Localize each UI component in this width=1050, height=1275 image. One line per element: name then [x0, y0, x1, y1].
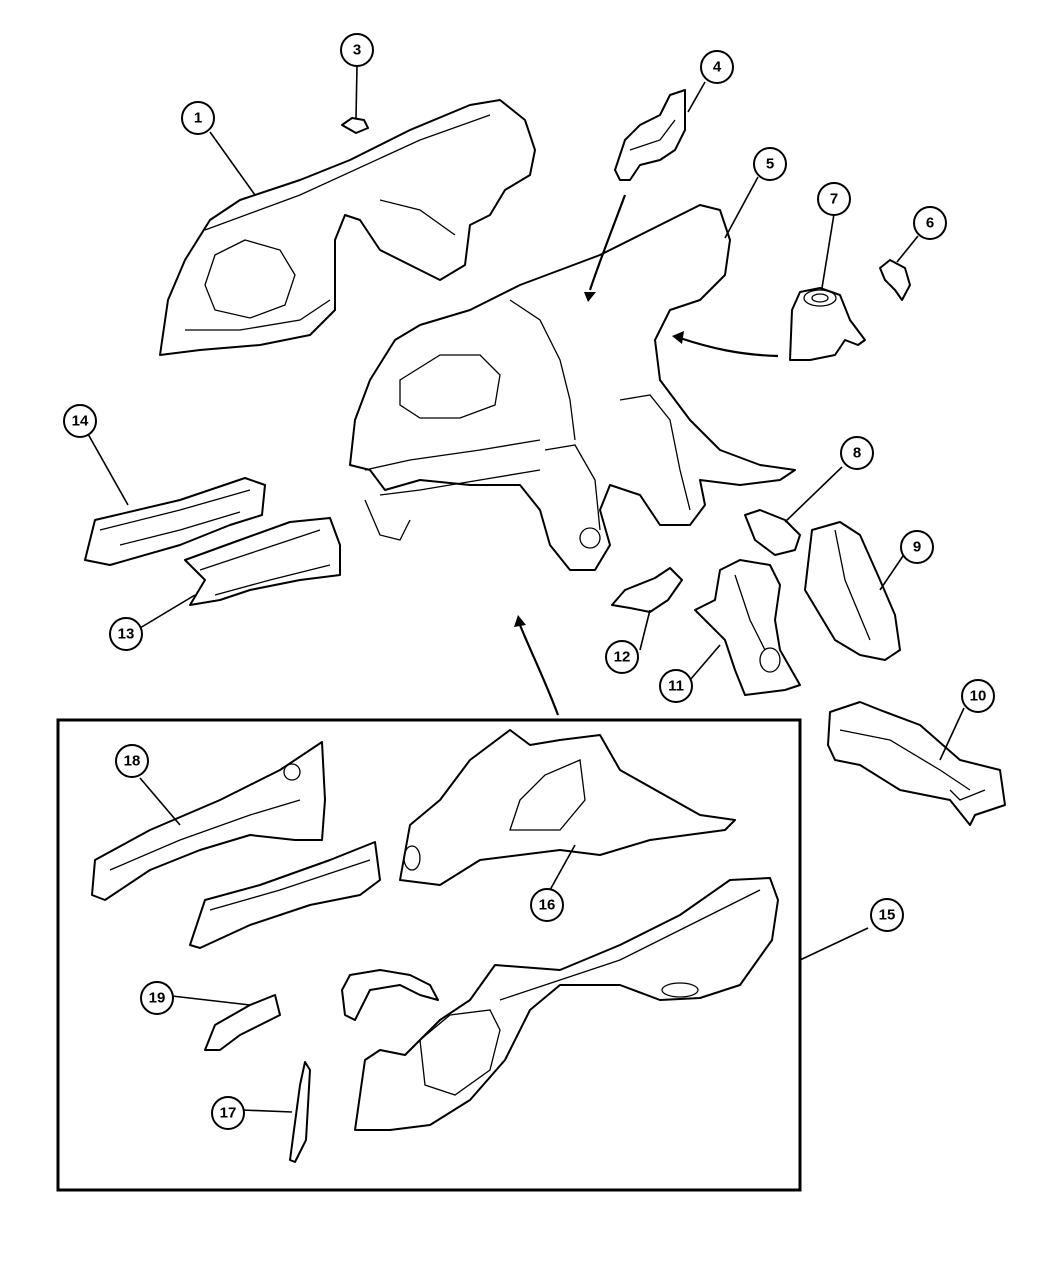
svg-text:15: 15	[879, 907, 896, 924]
svg-text:10: 10	[970, 688, 987, 705]
leader-lines	[87, 65, 965, 1113]
callout-11: 11	[659, 669, 693, 703]
part-12-bracket	[611, 567, 683, 613]
part-15-inset-assembly	[354, 877, 779, 1131]
svg-text:5: 5	[766, 156, 774, 173]
callout-8: 8	[840, 436, 874, 470]
svg-text:17: 17	[220, 1105, 237, 1122]
svg-text:7: 7	[830, 191, 838, 208]
callout-18: 18	[115, 744, 149, 778]
part-4-bracket	[614, 89, 686, 181]
svg-text:14: 14	[72, 413, 89, 430]
part-13-rail	[184, 517, 341, 606]
svg-text:16: 16	[539, 897, 556, 914]
part-11-extension	[694, 559, 801, 696]
callout-13: 13	[109, 617, 143, 651]
part-10-crossmember	[827, 701, 1006, 826]
inset-lower-rail	[189, 841, 381, 949]
callout-15: 15	[870, 898, 904, 932]
part-3-clip	[341, 117, 369, 134]
part-14-rail	[84, 477, 266, 566]
callout-17: 17	[211, 1096, 245, 1130]
svg-text:12: 12	[614, 649, 631, 666]
svg-text:6: 6	[926, 215, 934, 232]
svg-text:13: 13	[118, 626, 135, 643]
part-18-rail	[91, 741, 326, 901]
svg-text:9: 9	[913, 539, 921, 556]
part-7-strut-tower	[789, 287, 866, 361]
callout-3: 3	[340, 33, 374, 67]
inset-bracket	[341, 969, 439, 1021]
part-5-apron-assembly	[349, 204, 796, 571]
svg-text:19: 19	[149, 990, 166, 1007]
svg-text:4: 4	[713, 59, 722, 76]
part-19-bracket	[204, 994, 281, 1051]
callout-16: 16	[530, 888, 564, 922]
svg-text:18: 18	[124, 753, 141, 770]
callout-14: 14	[63, 404, 97, 438]
svg-text:11: 11	[668, 678, 684, 695]
part-1-fender-apron	[159, 99, 536, 356]
callout-7: 7	[817, 182, 851, 216]
callout-19: 19	[140, 981, 174, 1015]
inset-box	[56, 718, 802, 1192]
callout-5: 5	[753, 147, 787, 181]
part-17-plate	[289, 1061, 311, 1163]
callout-1: 1	[181, 101, 215, 135]
part-9-extension	[804, 521, 901, 661]
svg-text:3: 3	[353, 42, 361, 59]
svg-text:1: 1	[194, 110, 202, 127]
callout-4: 4	[700, 50, 734, 84]
callout-6: 6	[913, 206, 947, 240]
callout-12: 12	[605, 640, 639, 674]
svg-text:8: 8	[853, 445, 861, 462]
part-16-wheelhouse	[399, 729, 736, 886]
indicator-arrows	[514, 194, 779, 716]
callout-9: 9	[900, 530, 934, 564]
part-6-bracket	[879, 259, 911, 301]
part-8-mount	[744, 509, 801, 556]
callout-10: 10	[961, 679, 995, 713]
